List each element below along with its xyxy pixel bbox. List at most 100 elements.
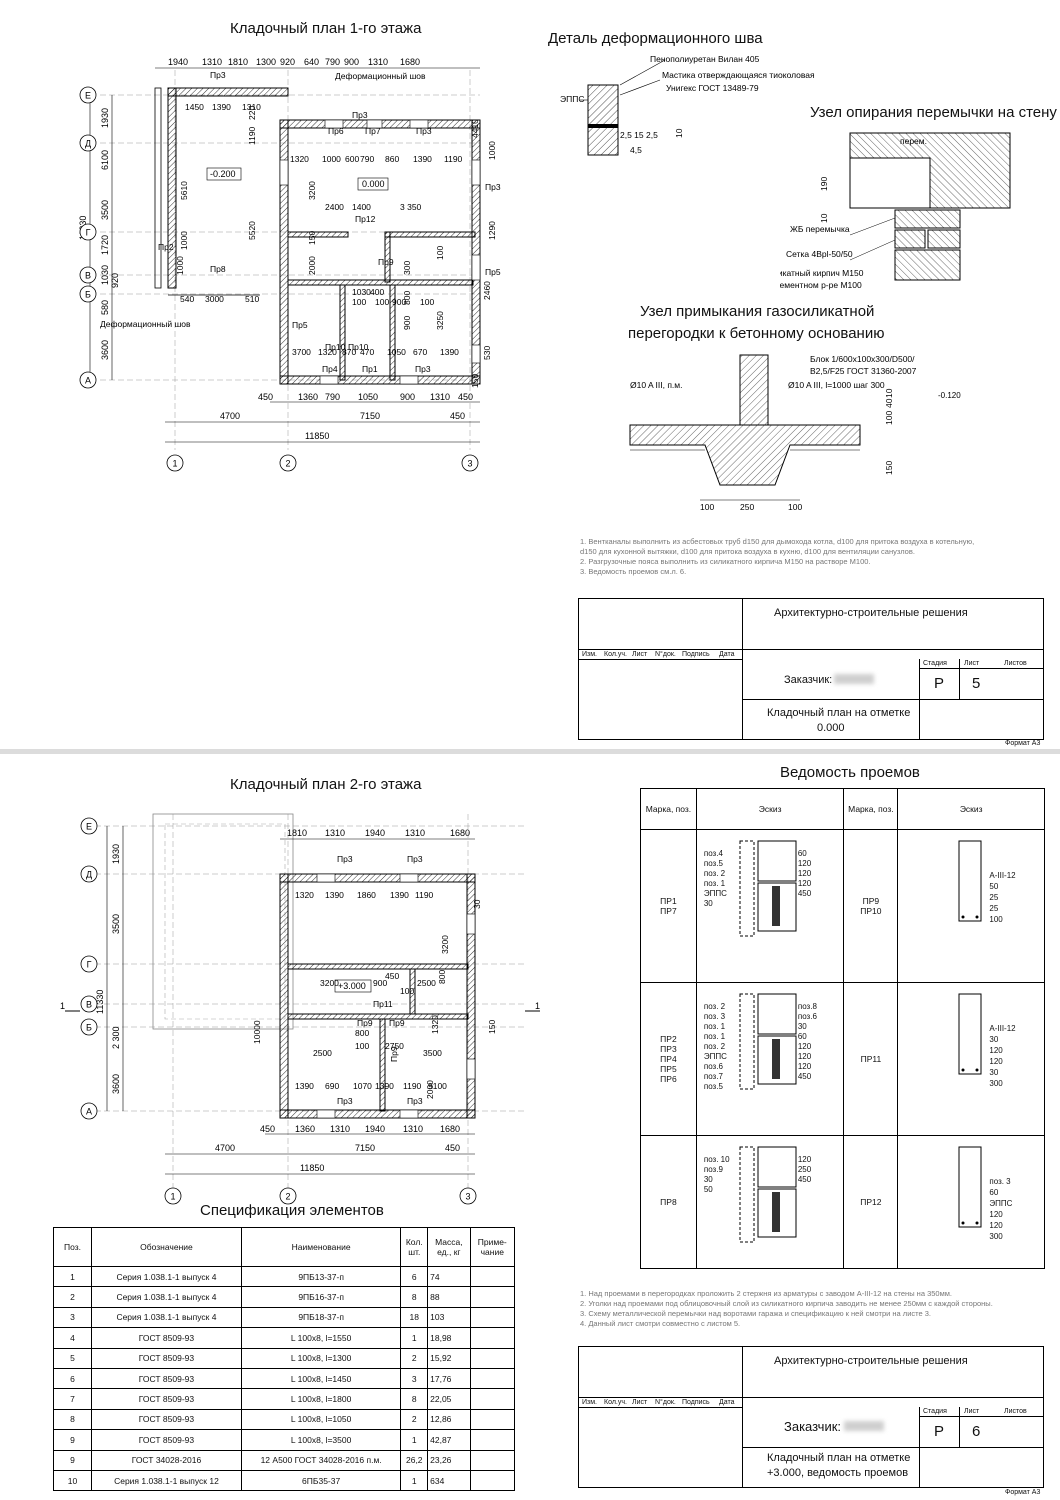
dim-inner: 1390: [325, 890, 344, 900]
ved-sketch-label: поз.6: [703, 1062, 723, 1071]
dim-inner: 2000: [307, 256, 317, 275]
dim-top: 1310: [325, 828, 345, 838]
opening-mark: Пр3: [337, 1096, 353, 1106]
spec-header: Кол. шт.: [400, 1227, 429, 1267]
opening-mark: Пр1: [362, 364, 378, 374]
spec-cell: 12 А500 ГОСТ 34028-2016 п.м.: [240, 1449, 402, 1471]
dim-inner: 100: [400, 986, 414, 996]
ved-mark: ПР11: [860, 1054, 882, 1064]
stamp-col-0: Изм.: [582, 1399, 597, 1406]
spec-header: Наименование: [240, 1227, 402, 1267]
dim-inner: 530: [482, 346, 492, 360]
partition-label-3: Ø10 A III, l=1000 шаг 300: [788, 380, 885, 390]
dim-inner: 1390: [390, 890, 409, 900]
spec-header: Поз.: [52, 1227, 93, 1267]
dim-top: 1810: [228, 57, 248, 67]
note-line: 2. Разгрузочные пояса выполнить из силик…: [580, 557, 871, 566]
stamp-customer-2: Заказчик:: [784, 1419, 842, 1434]
opening-mark: Пр7: [365, 126, 381, 136]
opening-mark: Пр3: [485, 182, 501, 192]
axis-bubble-left-circle: [79, 285, 97, 303]
dim-inner: 690: [325, 1081, 339, 1091]
dim-bottom: 1940: [365, 1124, 385, 1134]
dim-total-bottom-2: 11850: [300, 1163, 324, 1173]
dim-inner: 1050: [387, 347, 406, 357]
spec-cell: 9ПБ13-37-п: [240, 1265, 402, 1288]
ved-sketch: [739, 993, 797, 1090]
dim-bottom: 7150: [355, 1143, 375, 1153]
note-line: 3. Схему металлической перемычки над вор…: [580, 1309, 931, 1318]
dim-top: 1940: [365, 828, 385, 838]
dim-inner: 2400: [325, 202, 344, 212]
dim-inner: 540: [180, 294, 194, 304]
ved-sketch-label: поз. 1: [703, 1032, 726, 1041]
dim-top: 1680: [450, 828, 470, 838]
redacted-customer: [834, 674, 874, 684]
notes-sheet-1: 1. Вентканалы выполнить из асбестовых тр…: [580, 537, 1040, 577]
notes-sheet-2: 1. Над проемами в перегородках проложить…: [580, 1289, 1040, 1329]
ved-sketch-label: поз. 3: [703, 1012, 726, 1021]
partition-label-2: Ø10 A III, п.м.: [630, 380, 683, 390]
spec-cell: L 100x8, l=3500: [240, 1429, 402, 1451]
ved-sketch: [958, 840, 982, 922]
spec-cell: [469, 1367, 516, 1390]
spec-cell: 2: [400, 1408, 429, 1431]
dim-top: 1940: [168, 57, 188, 67]
dim-inner: 30: [472, 899, 482, 909]
stamp-sheet-number-2: 6: [972, 1423, 981, 1440]
dim-inner: 10000: [252, 1020, 262, 1044]
dim-inner: 3000: [205, 294, 224, 304]
ved-sketch-label: 30: [989, 1068, 999, 1077]
dim-bottom: 1310: [330, 1124, 350, 1134]
axis-bubble-left-circle: [80, 995, 98, 1013]
opening-mark: Пр3: [210, 70, 226, 80]
spec-cell: 8: [400, 1388, 429, 1410]
dim-inner: 150: [470, 374, 480, 388]
partition-label-11: 10: [884, 388, 894, 398]
node-partition-drawing: Блок 1/600х100х300/D500/ B2,5/F25 ГОСТ 3…: [629, 354, 961, 512]
sheet-1: Кладочный план 1-го этажа Деталь деформа…: [78, 20, 1057, 747]
stamp-project: Архитектурно-строительные решения: [774, 607, 968, 619]
stamp-sheet-title-1: Кладочный план на отметке: [767, 707, 911, 719]
dim-bottom: 900: [400, 392, 415, 402]
spec-cell: 3: [400, 1367, 429, 1390]
opening-mark: Пр10: [348, 342, 369, 352]
ved-sketch-label: А-III-12: [989, 1024, 1016, 1033]
dim-total-bottom: 11850: [305, 431, 329, 441]
dim-left: 580: [100, 300, 110, 315]
dim-inner: 1390: [212, 102, 231, 112]
axis-bubble-left-circle: [80, 1102, 98, 1120]
partition-label-7: 100: [788, 502, 802, 512]
dim-left: 1930: [100, 108, 110, 128]
note-line: 2. Уголки над проемами под облицовочный …: [580, 1299, 993, 1308]
node-partition-title-1: Узел примыкания газосиликатной: [640, 303, 875, 320]
ved-mark: ПР5: [660, 1064, 677, 1074]
ved-sketch-label: поз.5: [703, 859, 723, 868]
spec-cell: L 100x8, l=1550: [240, 1327, 402, 1349]
axis-bubble-left: Д: [85, 139, 91, 149]
axis-bubble-bottom: 2: [285, 459, 290, 469]
spec-cell: ГОСТ 8509-93: [91, 1327, 242, 1349]
dim-bottom: 1050: [358, 392, 378, 402]
dim-inner: 4410: [470, 119, 480, 138]
dim-inner: 3250: [435, 311, 445, 330]
axis-bubble-bottom: 1: [172, 459, 177, 469]
partition-label-8: 150: [884, 461, 894, 475]
spec-title: Спецификация элементов: [200, 1202, 384, 1219]
note-line: 3. Ведомость проемов см.л. 6.: [580, 567, 687, 576]
spec-cell: ГОСТ 8509-93: [91, 1367, 242, 1390]
axis-bubble-left-circle: [79, 266, 97, 284]
ved-sketch-label: 450: [797, 1175, 812, 1184]
ved-sketch-label: поз. 10: [703, 1155, 730, 1164]
spec-cell: 1: [400, 1327, 429, 1349]
partition-label-6: 250: [740, 502, 754, 512]
ved-sketch-label: 120: [797, 869, 812, 878]
axis-bubble-left: Г: [86, 228, 91, 238]
